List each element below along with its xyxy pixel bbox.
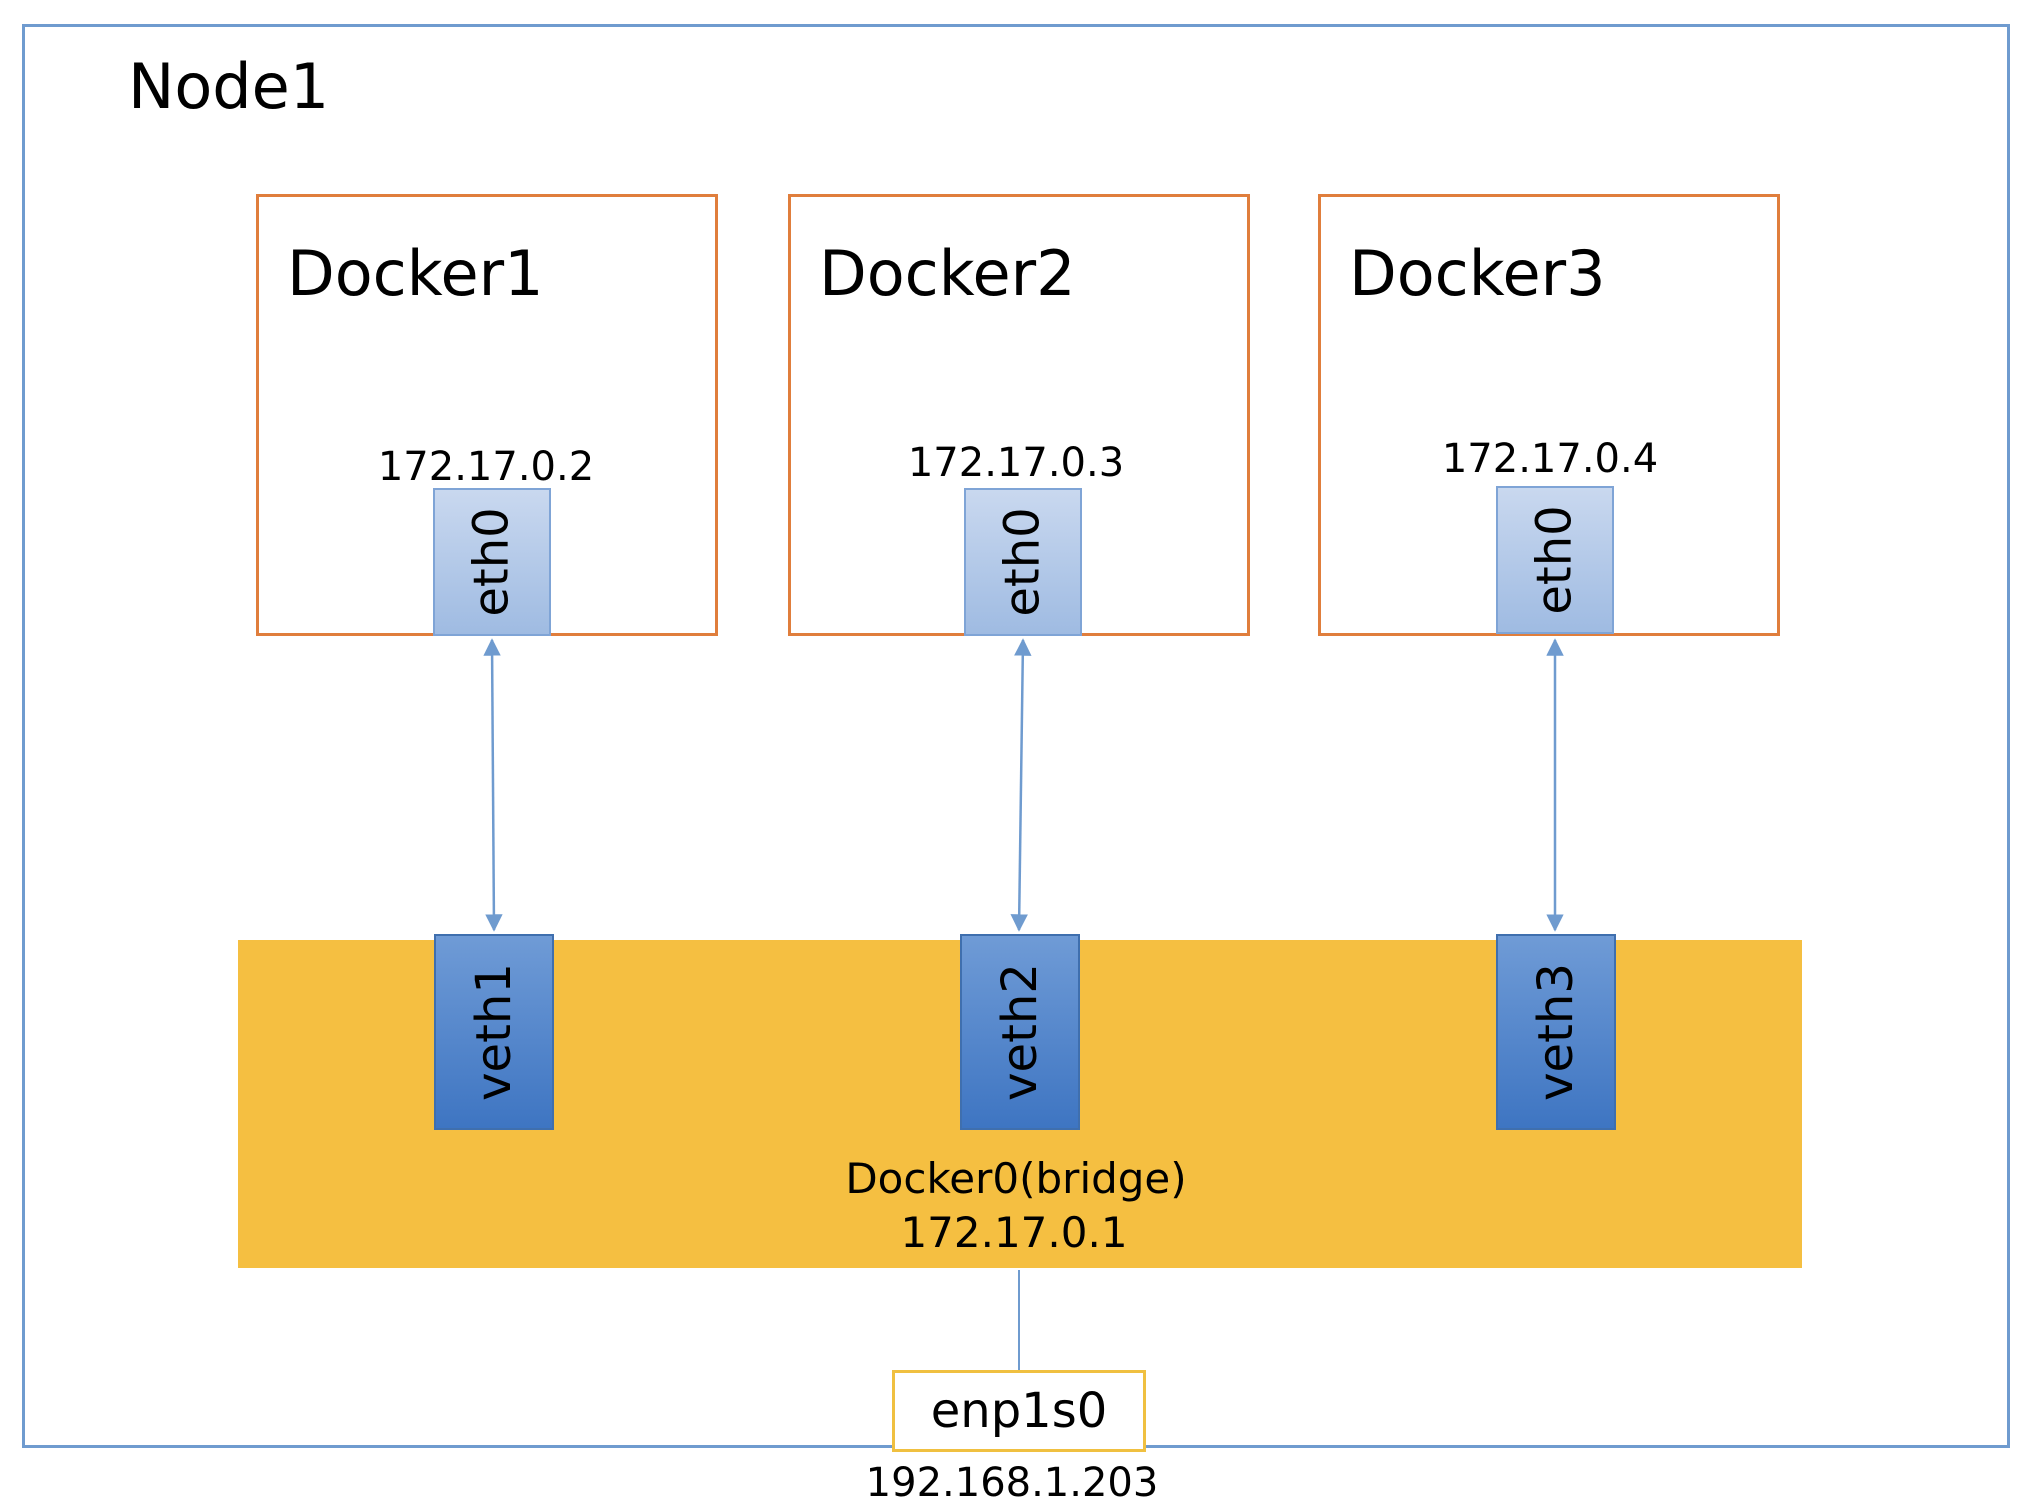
- veth1: veth1: [434, 934, 554, 1130]
- docker2-title: Docker2: [819, 237, 1076, 310]
- docker3-eth0: eth0: [1496, 486, 1614, 634]
- enp1s0-label: enp1s0: [930, 1383, 1108, 1439]
- docker1-title: Docker1: [287, 237, 544, 310]
- docker2-eth0: eth0: [964, 488, 1082, 636]
- link-eth0-veth1: [483, 638, 503, 932]
- docker3-ip: 172.17.0.4: [1441, 436, 1659, 482]
- bridge-name: Docker0(bridge): [845, 1154, 1187, 1203]
- docker3-box: Docker3: [1318, 194, 1780, 636]
- node-title: Node1: [128, 50, 330, 123]
- docker2-ip: 172.17.0.3: [907, 440, 1125, 486]
- docker1-ip: 172.17.0.2: [377, 444, 595, 490]
- veth3: veth3: [1496, 934, 1616, 1130]
- docker3-title: Docker3: [1349, 237, 1606, 310]
- veth2: veth2: [960, 934, 1080, 1130]
- link-eth0-veth2: [1010, 638, 1032, 932]
- enp1s0-box: enp1s0: [892, 1370, 1146, 1452]
- bridge-ip: 172.17.0.1: [900, 1208, 1128, 1257]
- docker1-eth0: eth0: [433, 488, 551, 636]
- enp1s0-ip: 192.168.1.203: [865, 1460, 1159, 1506]
